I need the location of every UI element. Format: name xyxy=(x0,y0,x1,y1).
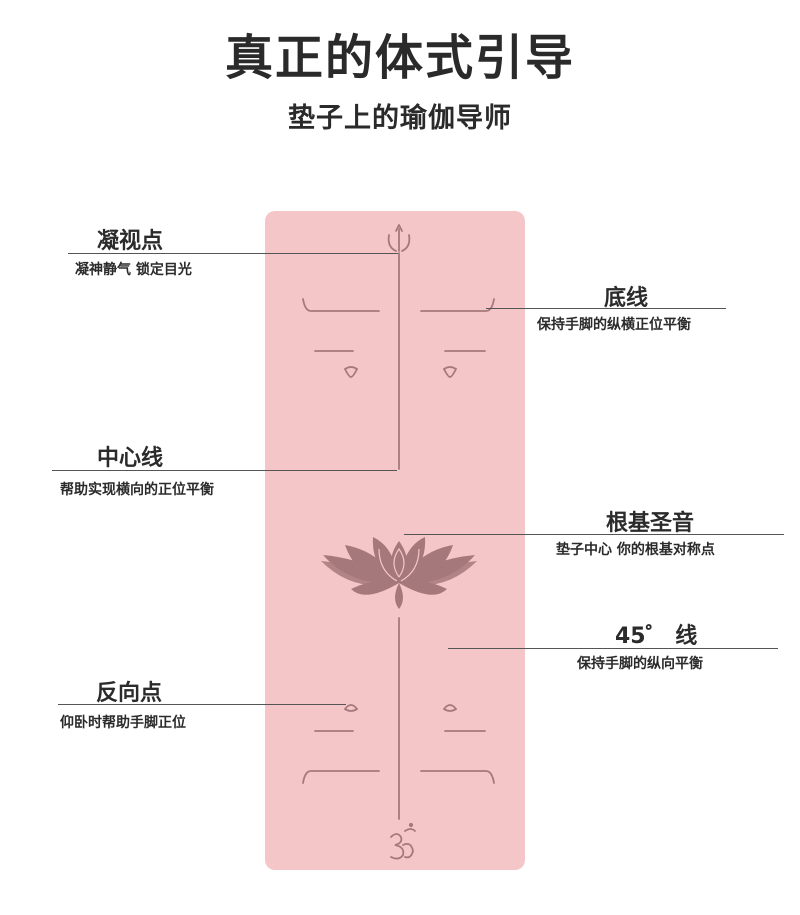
root-symbol-label: 根基圣音 xyxy=(606,511,695,536)
dot-bottom-left xyxy=(343,704,359,712)
page-subtitle: 垫子上的瑜伽导师 xyxy=(288,103,512,134)
base-line-label: 底线 xyxy=(604,286,649,311)
line-45-label: 45゜ 线 xyxy=(615,624,698,649)
reverse-point-desc: 仰卧时帮助手脚正位 xyxy=(60,715,186,731)
base-line-top-right xyxy=(420,298,495,312)
yoga-mat xyxy=(265,211,525,870)
root-symbol-leader xyxy=(404,534,784,535)
dot-bottom-right xyxy=(442,704,458,712)
base-line-desc: 保持手脚的纵横正位平衡 xyxy=(537,317,691,333)
line-45-leader xyxy=(448,648,778,649)
base-line-bottom-left xyxy=(302,770,380,784)
base-line-bottom-right xyxy=(420,770,495,784)
center-line-desc: 帮助实现横向的正位平衡 xyxy=(60,482,214,498)
dot-top-left xyxy=(343,366,359,378)
lotus-icon xyxy=(321,537,477,609)
base-line-top-left xyxy=(302,298,380,312)
reverse-point-label: 反向点 xyxy=(96,681,163,706)
om-icon xyxy=(390,822,416,860)
base-line-leader xyxy=(486,308,726,309)
center-line-label: 中心线 xyxy=(97,446,164,471)
line-45-desc: 保持手脚的纵向平衡 xyxy=(577,656,703,672)
dot-top-right xyxy=(442,366,458,378)
mat-alignment-lines xyxy=(302,224,495,860)
gaze-point-leader xyxy=(68,253,398,254)
gaze-point-label: 凝视点 xyxy=(97,229,164,254)
root-symbol-desc: 垫子中心 你的根基对称点 xyxy=(556,542,715,558)
page-title: 真正的体式引导 xyxy=(224,30,575,86)
reverse-point-leader xyxy=(58,704,346,705)
trident-icon xyxy=(387,224,411,252)
gaze-point-desc: 凝神静气 锁定目光 xyxy=(75,262,192,278)
center-line-leader xyxy=(52,470,397,471)
